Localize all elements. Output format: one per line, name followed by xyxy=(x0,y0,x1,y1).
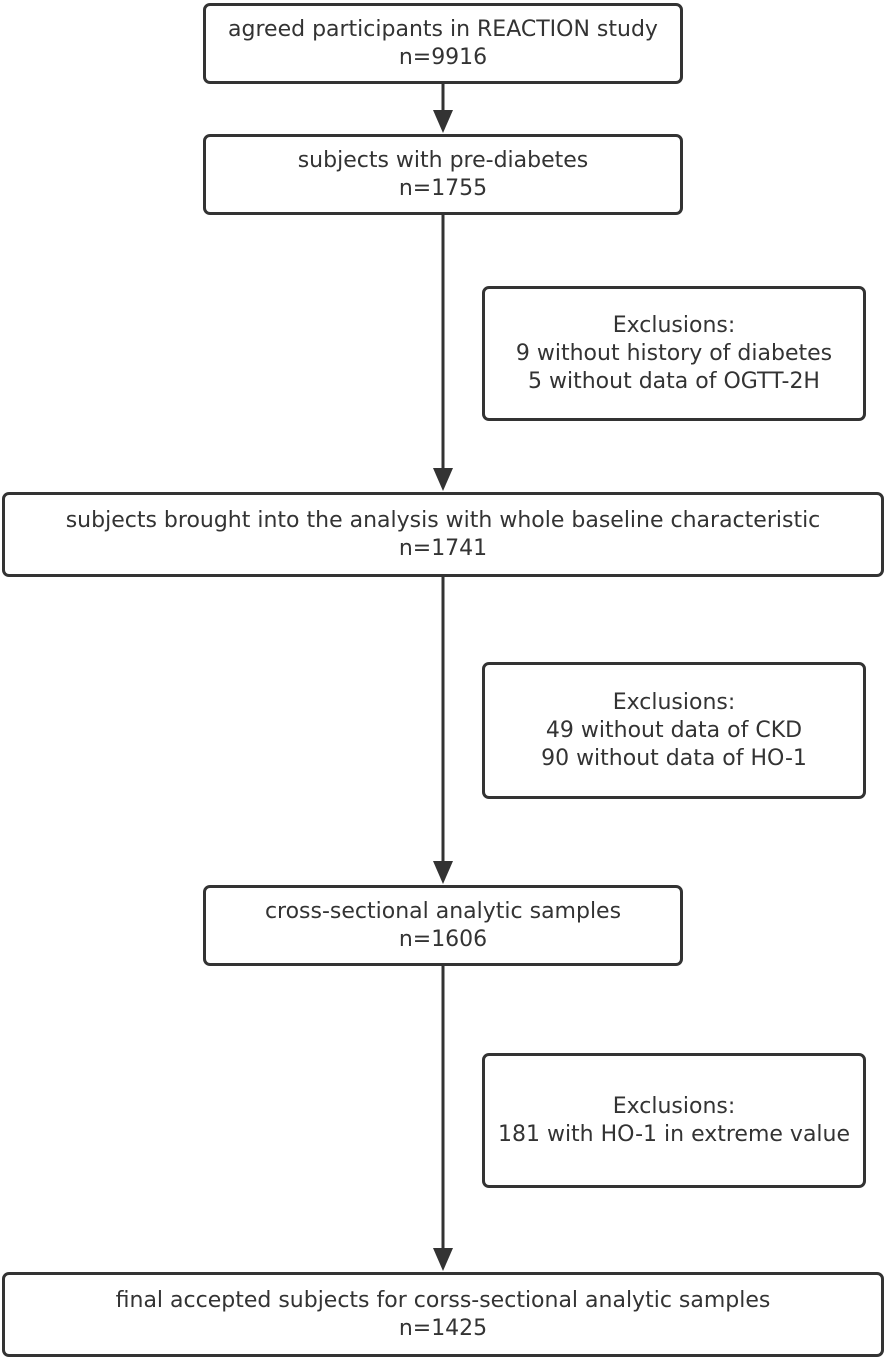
exclusion-item: 5 without data of OGTT-2H xyxy=(528,368,820,394)
exclusion-title: Exclusions: xyxy=(612,689,736,715)
exclusion-box-3: Exclusions: 181 with HO-1 in extreme val… xyxy=(482,1053,866,1188)
exclusion-title: Exclusions: xyxy=(612,1093,736,1119)
step-title: subjects brought into the analysis with … xyxy=(65,507,821,533)
step-box-prediabetes: subjects with pre-diabetes n=1755 xyxy=(203,134,683,215)
exclusion-item: 9 without history of diabetes xyxy=(515,340,833,366)
arrowhead-icon xyxy=(433,110,453,133)
arrowhead-icon xyxy=(433,1248,453,1271)
step-title: cross-sectional analytic samples xyxy=(264,898,622,924)
exclusion-box-2: Exclusions: 49 without data of CKD 90 wi… xyxy=(482,662,866,799)
exclusion-item: 49 without data of CKD xyxy=(545,717,803,743)
step-title: final accepted subjects for corss-sectio… xyxy=(115,1287,771,1313)
step-box-baseline: subjects brought into the analysis with … xyxy=(2,492,884,577)
step-box-cross-sectional: cross-sectional analytic samples n=1606 xyxy=(203,885,683,966)
step-title: agreed participants in REACTION study xyxy=(228,16,658,42)
step-count: n=9916 xyxy=(398,44,488,70)
arrowhead-icon xyxy=(433,861,453,884)
step-box-enrolled: agreed participants in REACTION study n=… xyxy=(203,3,683,84)
step-count: n=1741 xyxy=(398,535,488,561)
step-count: n=1425 xyxy=(398,1315,488,1341)
exclusion-box-1: Exclusions: 9 without history of diabete… xyxy=(482,286,866,421)
step-box-final: final accepted subjects for corss-sectio… xyxy=(2,1272,884,1357)
exclusion-item: 181 with HO-1 in extreme value xyxy=(497,1121,851,1147)
step-count: n=1606 xyxy=(398,926,488,952)
exclusion-item: 90 without data of HO-1 xyxy=(541,745,807,771)
step-title: subjects with pre-diabetes xyxy=(297,147,589,173)
step-count: n=1755 xyxy=(398,175,488,201)
arrowhead-icon xyxy=(433,468,453,491)
exclusion-title: Exclusions: xyxy=(612,312,736,338)
